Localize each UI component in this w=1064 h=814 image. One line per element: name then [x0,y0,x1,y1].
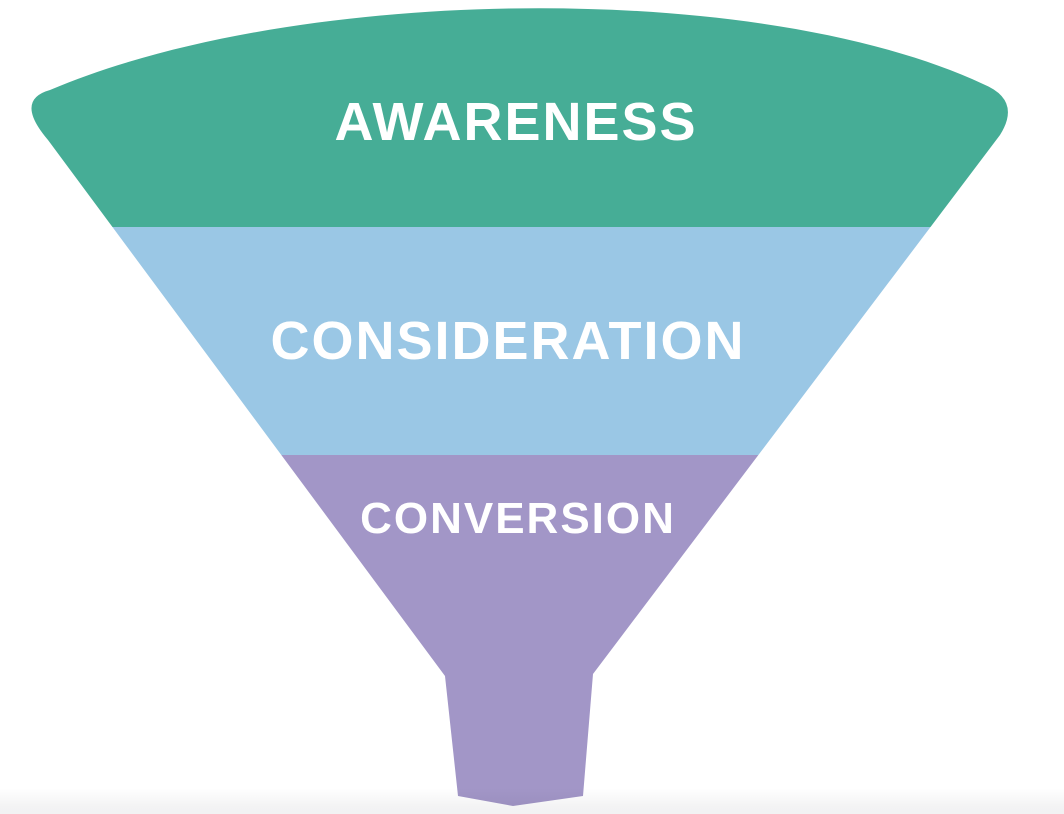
awareness-label: AWARENESS [334,92,697,152]
funnel-section-awareness [31,8,1008,227]
consideration-label: CONSIDERATION [270,311,745,371]
conversion-label: CONVERSION [360,494,676,543]
